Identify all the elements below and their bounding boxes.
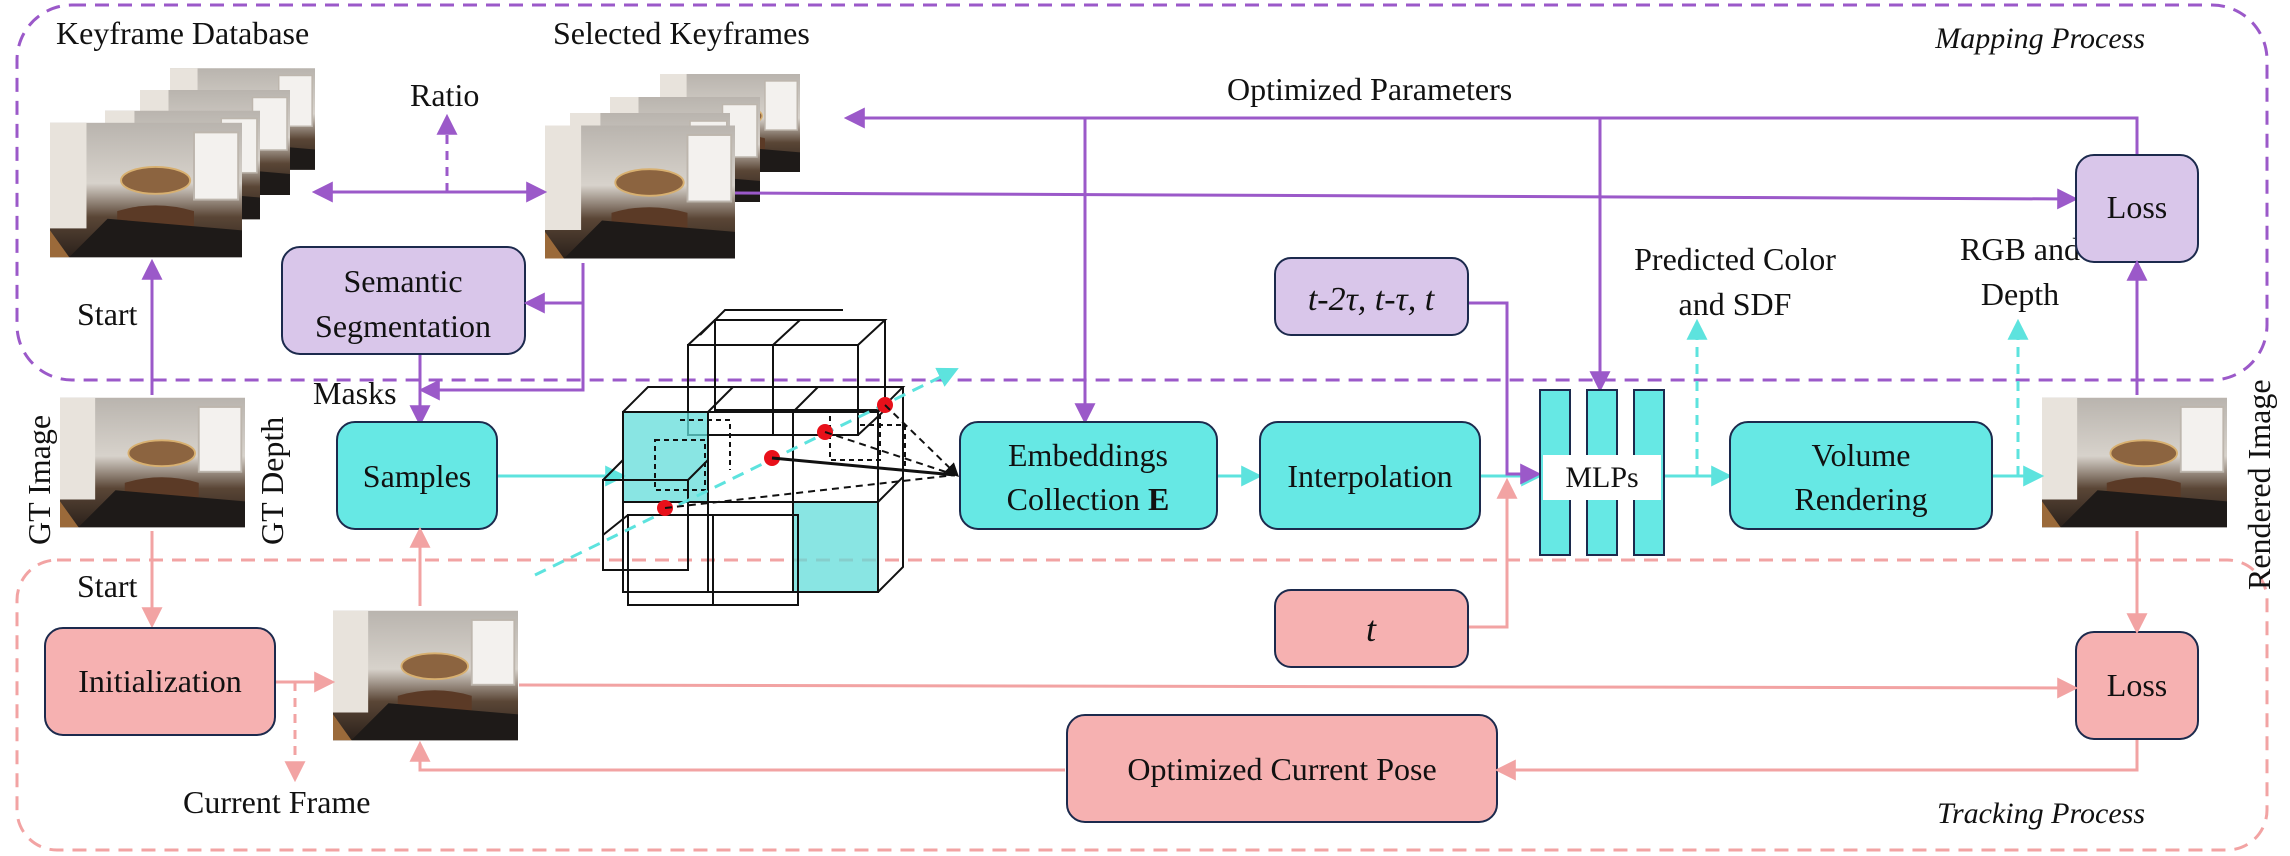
mapping-region <box>15 3 2269 382</box>
ratio-label: Ratio <box>410 77 479 113</box>
current-frame-label: Current Frame <box>183 784 371 820</box>
mlps-block <box>1539 389 1665 556</box>
rendered-image-label: Rendered Image <box>2241 379 2277 590</box>
gt-image-label: GT Image <box>21 415 57 545</box>
gt-image <box>60 396 245 529</box>
volume-line2: Rendering <box>1794 481 1927 517</box>
semantic-line2: Segmentation <box>315 308 491 344</box>
loss-tracking-label: Loss <box>2107 667 2167 703</box>
time-inputs-label: t-2τ, t-τ, t <box>1308 281 1436 318</box>
time-inputs-box <box>1274 257 1469 336</box>
current-frame-image <box>333 609 518 742</box>
current-frame-to-loss-arrow <box>518 677 2079 699</box>
embeddings-collection-box <box>959 421 1218 530</box>
time-inputs-to-mlps-arrow <box>1469 301 1542 485</box>
time-t-box <box>1274 589 1469 668</box>
keyframe-database-label: Keyframe Database <box>56 15 309 51</box>
interpolation-label: Interpolation <box>1287 458 1452 494</box>
mlps-label: MLPs <box>1565 461 1638 494</box>
start-label-bottom: Start <box>77 568 138 604</box>
embeddings-line2-text: Collection <box>1007 481 1140 517</box>
predicted-color-line2: and SDF <box>1679 286 1792 322</box>
embeddings-bold-e: E <box>1148 481 1169 517</box>
optimized-pose-label: Optimized Current Pose <box>1127 751 1436 787</box>
selected-keyframes-label: Selected Keyframes <box>553 15 810 51</box>
volume-rendering-box <box>1729 421 1993 530</box>
rendered-image <box>2042 396 2227 529</box>
samples-label: Samples <box>363 458 471 494</box>
embeddings-line1: Embeddings <box>1008 437 1168 473</box>
optimized-parameters-label: Optimized Parameters <box>1227 71 1512 107</box>
loss-mapping-label: Loss <box>2107 189 2167 225</box>
initialization-box <box>44 627 276 736</box>
initialization-label: Initialization <box>78 663 242 699</box>
gt-depth-label: GT Depth <box>254 417 290 545</box>
tracking-region <box>15 558 2269 852</box>
masks-label: Masks <box>313 375 397 411</box>
selected-keyframes-stack <box>545 73 800 260</box>
loss-to-pose-arrow <box>1494 740 2139 781</box>
ray-sampling <box>534 367 960 577</box>
rgb-depth-line2: Depth <box>1981 276 2059 312</box>
pose-to-frame-arrow <box>409 740 1065 772</box>
tracking-process-label: Tracking Process <box>1937 797 2145 830</box>
keyframes-to-masks-arrow <box>418 303 585 401</box>
time-t-to-mlps-arrow <box>1469 477 1518 629</box>
volume-line1: Volume <box>1812 437 1911 473</box>
embeddings-line2: Collection E <box>1007 481 1170 517</box>
time-t-label: t <box>1366 609 1377 649</box>
semantic-line1: Semantic <box>343 263 462 299</box>
voxel-grid-illustration <box>602 309 906 606</box>
start-label-top: Start <box>77 296 138 332</box>
keyframes-to-segmentation-arrow <box>523 263 585 314</box>
rgb-depth-line1: RGB and <box>1960 231 2080 267</box>
mapping-process-label: Mapping Process <box>1934 22 2145 55</box>
interpolation-box <box>1259 421 1481 530</box>
predicted-color-line1: Predicted Color <box>1634 241 1836 277</box>
keyframes-to-loss-arrow <box>734 188 2079 210</box>
optimized-parameters-line <box>843 107 2139 155</box>
keyframe-database-stack <box>50 67 315 259</box>
